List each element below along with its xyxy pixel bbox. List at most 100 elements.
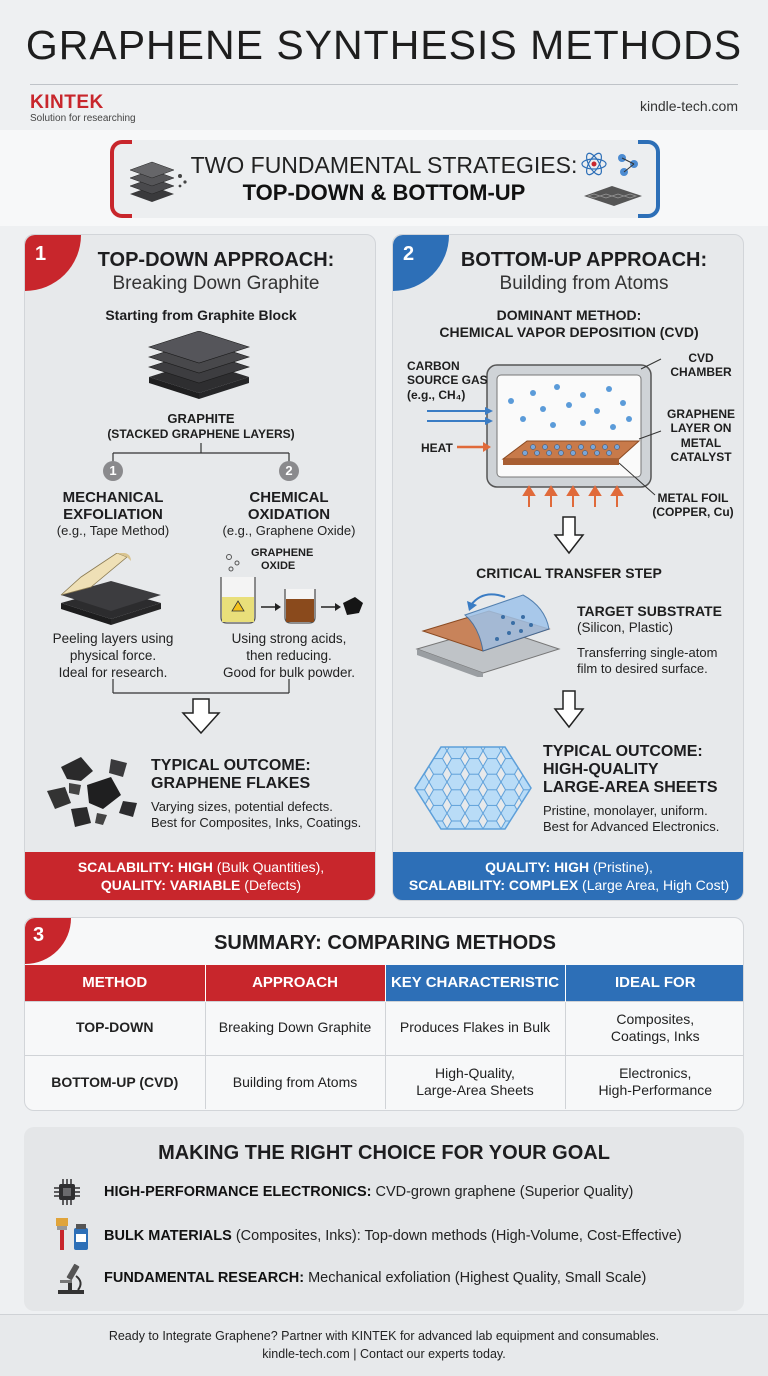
- start-label: Starting from Graphite Block: [105, 307, 297, 323]
- site-link[interactable]: kindle-tech.com: [639, 98, 738, 114]
- tape-peel-icon: [60, 553, 161, 625]
- table-row: TOP-DOWN Breaking Down Graphite Produces…: [25, 1000, 743, 1055]
- outcome-desc-a: Varying sizes, potential defects.: [151, 799, 333, 814]
- step-2-badge: 2: [279, 461, 299, 481]
- atoms-to-lattice-icon: [581, 152, 642, 206]
- paint-icon: [56, 1218, 88, 1250]
- step-2-desc-a: Using strong acids,: [231, 631, 347, 646]
- gas-a: CARBON: [407, 359, 460, 373]
- table-cell: BOTTOM-UP (CVD): [25, 1054, 206, 1109]
- intro-red-bracket: [110, 140, 132, 218]
- chemical-oxidation-icon: [220, 554, 363, 624]
- step-1-title: MECHANICAL EXFOLIATION (e.g., Tape Metho…: [33, 489, 193, 539]
- panel-title: TOP-DOWN APPROACH:: [97, 249, 335, 271]
- step-1-title-b: EXFOLIATION: [63, 506, 163, 523]
- top-down-panel: 1 TOP-DOWN APPROACH: Breaking Down Graph…: [24, 234, 376, 901]
- step-1-description: Peeling layers using physical force. Ide…: [33, 631, 193, 682]
- choice-key: BULK MATERIALS: [104, 1228, 232, 1244]
- intro-line-2: TOP-DOWN & BOTTOM-UP: [242, 180, 526, 205]
- step-1-desc-b: physical force.: [69, 647, 157, 663]
- section-number: 2: [403, 243, 415, 265]
- layer-a: GRAPHENE: [666, 407, 735, 421]
- chamber-b: CHAMBER: [670, 365, 732, 380]
- page-title: GRAPHENE SYNTHESIS METHODS: [25, 22, 743, 68]
- branch-connector: [112, 443, 290, 463]
- footer-key-a: QUALITY: HIGH: [485, 859, 590, 875]
- brand-logo[interactable]: KINTEK: [30, 92, 104, 113]
- panel-subtitle: Building from Atoms: [499, 273, 669, 294]
- target-desc-a: Transferring single-atom: [577, 644, 718, 660]
- column-header: METHOD: [25, 965, 206, 1001]
- step-1-example: (e.g., Tape Method): [56, 523, 170, 538]
- comparison-table: METHOD APPROACH KEY CHARACTERISTIC IDEAL…: [25, 965, 743, 1109]
- step-2-title-b: OXIDATION: [247, 506, 331, 523]
- step-2-title-a: CHEMICAL: [249, 489, 329, 506]
- dominant-b: CHEMICAL VAPOR DEPOSITION (CVD): [439, 323, 699, 340]
- down-arrow-icon: [553, 690, 585, 729]
- footer-key-b: QUALITY: VARIABLE: [100, 877, 241, 894]
- footer-val-a: (Pristine),: [589, 859, 653, 875]
- chip-icon: [54, 1179, 80, 1205]
- step-1-desc-c: Ideal for research.: [58, 664, 168, 680]
- metal-foil-label: METAL FOIL (COPPER, Cu): [643, 491, 743, 520]
- graphite-label: GRAPHITE: [167, 411, 235, 426]
- table-cell: Composites, Coatings, Inks: [565, 1000, 743, 1055]
- step-1-title-a: MECHANICAL: [62, 489, 164, 506]
- layer-c: METAL: [680, 435, 722, 450]
- page-footer: [0, 1314, 768, 1376]
- target-b: (Silicon, Plastic): [577, 619, 674, 635]
- step-2-desc-c: Good for bulk powder.: [222, 664, 356, 680]
- choice-value: CVD-grown graphene (Superior Quality): [371, 1184, 634, 1200]
- intro-line-1: TWO FUNDAMENTAL STRATEGIES:: [190, 152, 578, 178]
- footer-cta: Ready to Integrate Graphene? Partner wit…: [108, 1329, 660, 1343]
- divider: [30, 84, 738, 85]
- target-a: TARGET SUBSTRATE: [577, 603, 722, 619]
- graphene-oxide-label: GRAPHENE OXIDE: [251, 547, 314, 573]
- graphene-flakes-icon: [47, 757, 137, 827]
- outcome-desc-a: Pristine, monolayer, uniform.: [543, 803, 708, 818]
- summary-title: SUMMARY: COMPARING METHODS: [214, 932, 556, 954]
- gas-c: (e.g., CH₄): [407, 387, 466, 402]
- brand-tagline: Solution for researching: [30, 113, 136, 124]
- chamber-a: CVD: [688, 351, 714, 365]
- table-cell: High-Quality, Large-Area Sheets: [385, 1054, 566, 1109]
- table-header-row: METHOD APPROACH KEY CHARACTERISTIC IDEAL…: [25, 965, 743, 1001]
- graphite-block-icon: [148, 331, 250, 399]
- footer-val-b: (Large Area, High Cost): [578, 877, 730, 894]
- choice-value: Mechanical exfoliation (Highest Quality,…: [304, 1270, 647, 1286]
- carbon-gas-label: CARBON SOURCE GAS (e.g., CH₄): [407, 359, 497, 402]
- outcome-desc-b: Best for Advanced Electronics.: [543, 819, 720, 835]
- choice-item-research: FUNDAMENTAL RESEARCH: Mechanical exfolia…: [104, 1270, 646, 1286]
- transfer-step-title: CRITICAL TRANSFER STEP: [476, 565, 662, 581]
- dominant-a: DOMINANT METHOD:: [496, 307, 642, 323]
- column-header: APPROACH: [205, 965, 386, 1001]
- choice-value: (Composites, Inks): Top-down methods (Hi…: [231, 1228, 682, 1244]
- choice-title: MAKING THE RIGHT CHOICE FOR YOUR GOAL: [158, 1142, 610, 1164]
- bottom-up-footer-bar: QUALITY: HIGH (Pristine), SCALABILITY: C…: [393, 852, 743, 900]
- gas-b: SOURCE GAS: [407, 373, 488, 388]
- choice-item-electronics: HIGH-PERFORMANCE ELECTRONICS: CVD-grown …: [104, 1184, 633, 1200]
- table-cell: Building from Atoms: [205, 1054, 386, 1109]
- step-2-example: (e.g., Graphene Oxide): [222, 523, 356, 538]
- chamber-label: CVD CHAMBER: [661, 351, 741, 380]
- graphite-sublabel: (STACKED GRAPHENE LAYERS): [107, 427, 295, 441]
- go-label-a: GRAPHENE: [251, 547, 314, 559]
- footer-key-b: SCALABILITY: COMPLEX: [408, 877, 579, 894]
- table-cell: TOP-DOWN: [25, 1000, 206, 1055]
- foil-a: METAL FOIL: [657, 491, 729, 505]
- microscope-icon: [58, 1263, 84, 1294]
- layer-b: LAYER ON: [670, 421, 732, 436]
- cvd-chamber-diagram: [427, 358, 662, 507]
- footer-contact[interactable]: kindle-tech.com | Contact our experts to…: [262, 1347, 506, 1361]
- choice-item-bulk: BULK MATERIALS (Composites, Inks): Top-d…: [104, 1228, 682, 1244]
- table-cell: Produces Flakes in Bulk: [385, 1000, 566, 1055]
- choice-section: MAKING THE RIGHT CHOICE FOR YOUR GOAL: [24, 1127, 744, 1311]
- outcome-title-a: TYPICAL OUTCOME:: [151, 757, 311, 774]
- column-header: IDEAL FOR: [565, 965, 743, 1001]
- heat-label: HEAT: [421, 441, 453, 455]
- step-2-title: CHEMICAL OXIDATION (e.g., Graphene Oxide…: [209, 489, 369, 539]
- target-desc-b: film to desired surface.: [577, 660, 708, 676]
- down-arrow-icon: [553, 516, 585, 555]
- table-cell: Breaking Down Graphite: [205, 1000, 386, 1055]
- transfer-icon: [415, 593, 561, 677]
